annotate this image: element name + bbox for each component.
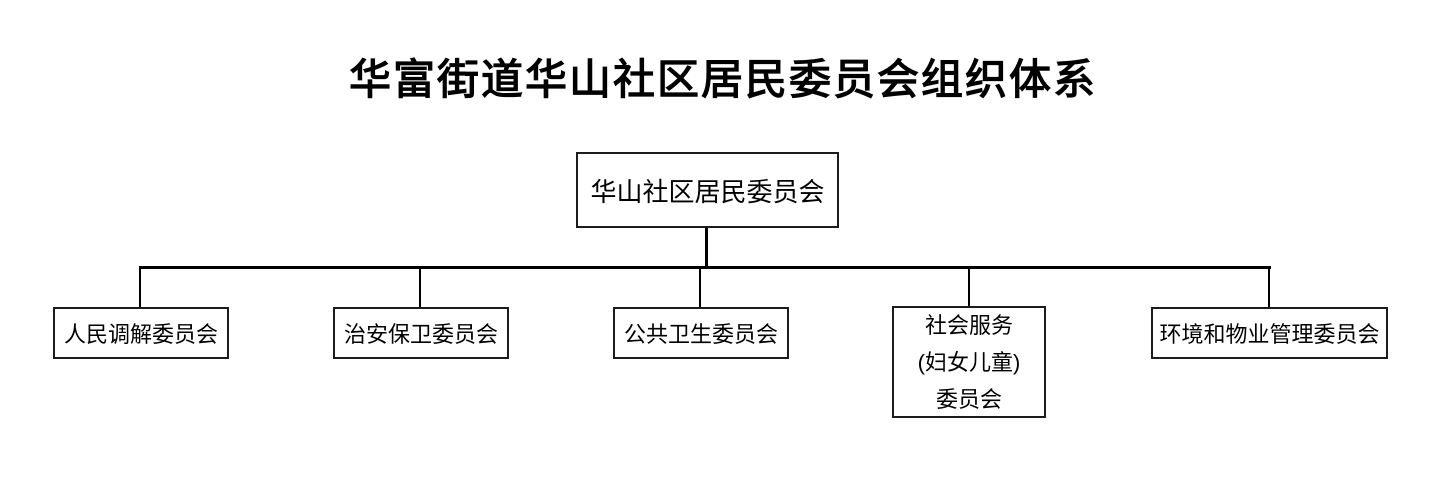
connector-root-stem <box>705 226 708 268</box>
chart-title: 华富街道华山社区居民委员会组织体系 <box>348 58 1097 104</box>
connector-drop-social-services <box>968 266 970 308</box>
node-residents-committee: 华山社区居民委员会 <box>576 152 839 228</box>
node-public-health-committee: 公共卫生委员会 <box>613 307 789 359</box>
connector-drop-people-mediation <box>139 266 141 308</box>
node-public-security-committee: 治安保卫委员会 <box>333 307 509 359</box>
connector-drop-environment-property <box>1268 266 1270 308</box>
connector-drop-public-health <box>699 266 701 308</box>
node-environment-property-committee: 环境和物业管理委员会 <box>1151 307 1388 359</box>
connector-horizontal-bar <box>139 266 1271 269</box>
node-social-services-committee: 社会服务 (妇女儿童) 委员会 <box>892 306 1046 418</box>
connector-drop-public-security <box>419 266 421 308</box>
node-people-mediation-committee: 人民调解委员会 <box>53 307 229 359</box>
